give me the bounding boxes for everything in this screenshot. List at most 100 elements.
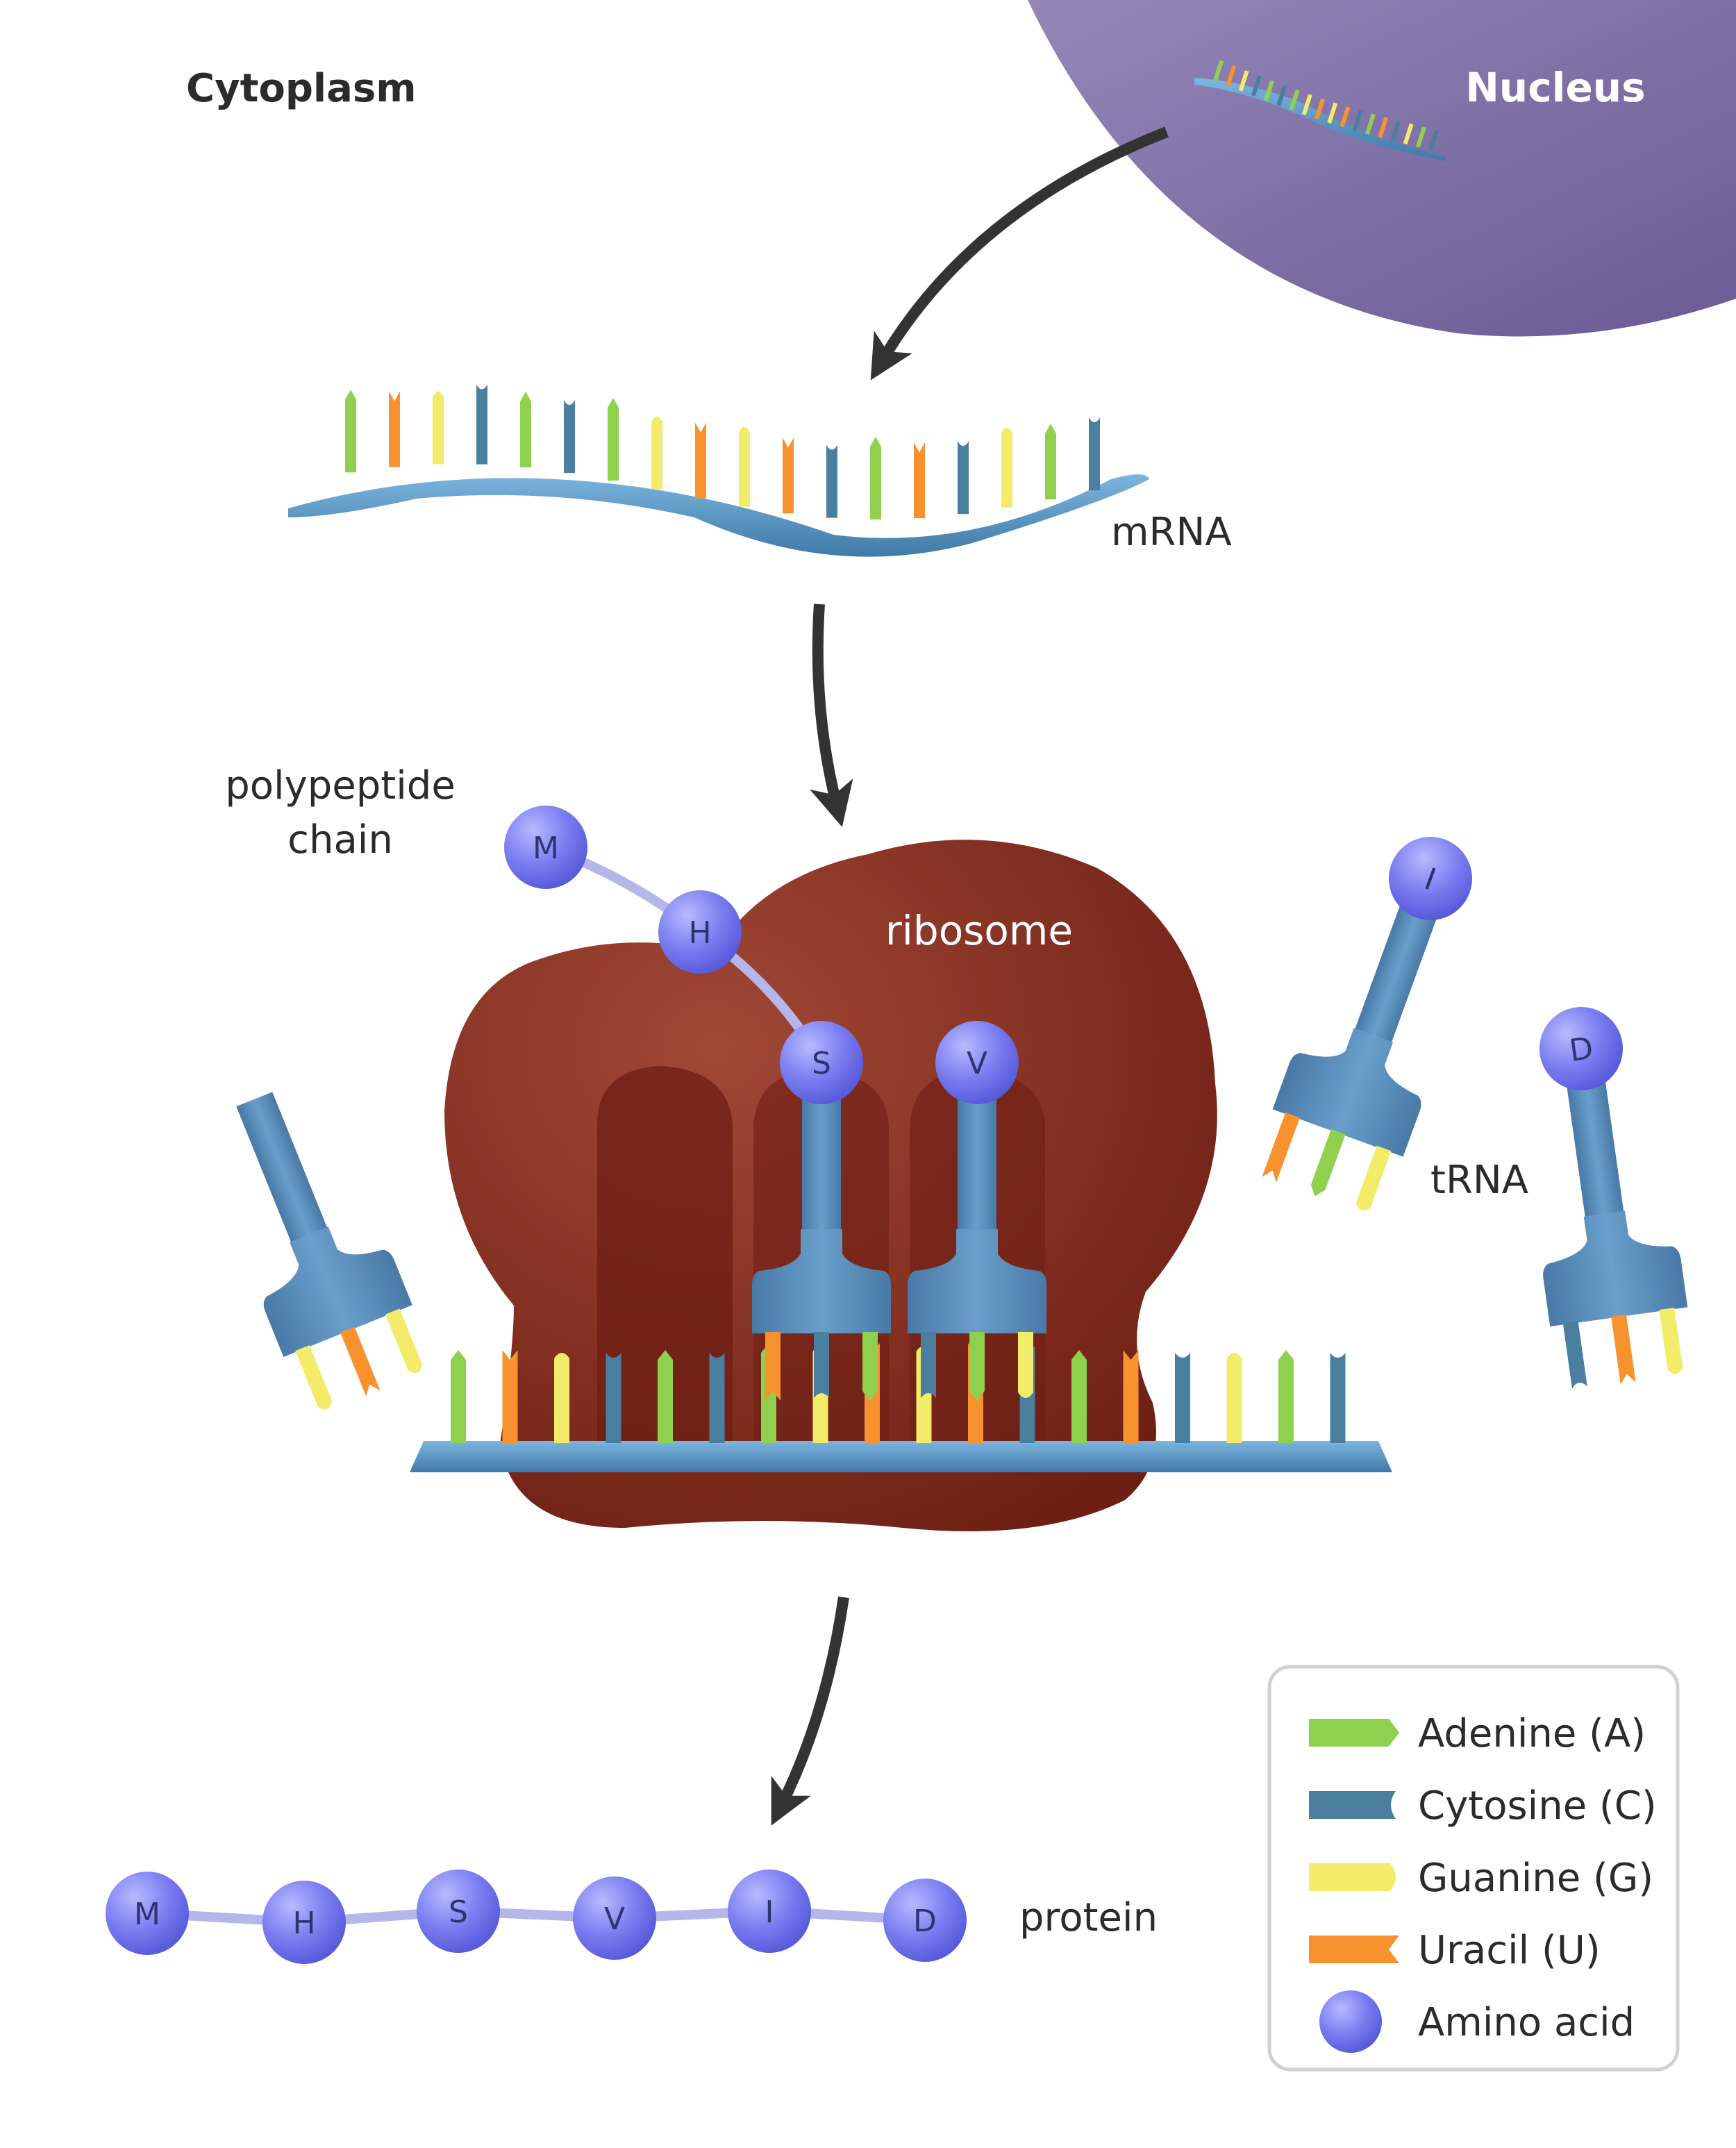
adenine-base <box>345 390 356 473</box>
guanine-base <box>1327 102 1338 124</box>
uracil-base <box>695 422 706 499</box>
guanine-base <box>739 426 750 507</box>
guanine-base <box>433 391 444 465</box>
amino-acid: V <box>573 1876 656 1960</box>
trna-in-ribosome <box>752 1083 1046 1401</box>
amino-acid: M <box>504 806 587 889</box>
cytosine-base <box>1352 110 1363 131</box>
uracil-base <box>1339 106 1351 128</box>
legend-label: Amino acid <box>1418 2000 1635 2045</box>
amino-acid: D <box>1539 1007 1623 1090</box>
adenine-base <box>451 1350 466 1443</box>
cytosine-base <box>709 1353 725 1443</box>
guanine-base <box>1355 1145 1392 1211</box>
amino-acid-letter: M <box>533 831 559 866</box>
amino-acid: S <box>417 1870 500 1953</box>
adenine-base <box>870 436 881 519</box>
mrna-strand <box>288 384 1149 557</box>
amino-acid-swatch <box>1319 1990 1382 2053</box>
cytosine-base <box>958 441 969 515</box>
amino-acid: I <box>728 1870 811 1953</box>
uracil-swatch <box>1309 1935 1399 1963</box>
arrow-mrna-to-ribosome <box>810 603 853 828</box>
guanine-base <box>1238 70 1249 92</box>
amino-acid-ball <box>935 1021 1019 1104</box>
adenine-base <box>1045 424 1056 500</box>
legend-box <box>1267 1665 1680 2072</box>
amino-acid: H <box>658 890 742 974</box>
adenine-base <box>1213 60 1224 81</box>
cytosine-base <box>1175 1353 1190 1443</box>
cytosine-base <box>1428 129 1439 151</box>
ribosome-site-e <box>597 1066 733 1458</box>
uracil-base <box>1123 1350 1139 1443</box>
mini-mrna-backbone <box>1194 78 1448 161</box>
uracil-base <box>914 442 925 519</box>
amino-acid-letter: M <box>134 1897 160 1932</box>
cytoplasm-label: Cytoplasm <box>186 66 417 111</box>
cytosine-base <box>1251 75 1262 97</box>
cytosine-base <box>476 384 487 465</box>
uracil-base <box>1611 1314 1636 1385</box>
adenine-base <box>1264 80 1275 101</box>
uracil-base <box>1314 98 1326 119</box>
trna-head <box>1543 1210 1688 1327</box>
trna <box>752 1083 891 1401</box>
guanine-base <box>1226 1353 1242 1443</box>
amino-acid-letter: I <box>765 1895 774 1930</box>
uracil-base <box>1378 117 1389 138</box>
legend-label: Guanine (G) <box>1418 1856 1653 1901</box>
trna-stem <box>1564 1066 1625 1224</box>
amino-acid-ball <box>658 890 742 974</box>
amino-acid-ball <box>1389 837 1472 920</box>
adenine-swatch <box>1309 1719 1399 1747</box>
nucleus-label: Nucleus <box>1465 64 1645 111</box>
guanine-base <box>1301 94 1312 115</box>
trna <box>908 1083 1046 1401</box>
amino-acid-letter: H <box>688 915 711 951</box>
legend-item-cytosine: Cytosine (C) <box>1309 1783 1657 1829</box>
uracil-base <box>1262 1112 1300 1183</box>
arrow-nucleus-to-mrna <box>870 126 1169 381</box>
nuclear-mrna-strand <box>1194 60 1448 161</box>
mrna-backbone <box>288 474 1149 557</box>
cytosine-base <box>826 444 837 518</box>
uracil-base <box>783 438 794 514</box>
trna-stem <box>1353 891 1442 1049</box>
legend-item-adenine: Adenine (A) <box>1309 1711 1646 1756</box>
amino-acid-letter: V <box>604 1901 625 1937</box>
mrna-bound-backbone <box>410 1441 1392 1472</box>
adenine-base <box>969 1332 985 1401</box>
adenine-base <box>1278 1350 1294 1443</box>
uracil-base <box>389 391 400 467</box>
trna-label: tRNA <box>1430 1158 1528 1203</box>
cytosine-base <box>814 1332 829 1398</box>
trna: D <box>1539 1007 1688 1389</box>
legend-label: Uracil (U) <box>1418 1928 1601 1973</box>
cytosine-base <box>564 400 575 474</box>
ribosome-label: ribosome <box>885 907 1073 954</box>
adenine-base <box>608 398 619 481</box>
polypeptide-label-line1: polypeptide <box>225 763 456 808</box>
amino-acid: D <box>883 1879 967 1962</box>
cytosine-base <box>1562 1321 1587 1389</box>
nucleus-shape <box>1028 0 1736 337</box>
adenine-base <box>862 1332 878 1401</box>
amino-acid: I <box>1389 837 1472 920</box>
amino-acid-letter: D <box>1567 1031 1596 1069</box>
legend-item-amino_acid: Amino acid <box>1319 1990 1635 2053</box>
cytosine-base <box>1276 85 1287 106</box>
amino-acid-ball <box>573 1876 656 1960</box>
free-trna-molecules: ID <box>236 837 1688 1410</box>
trna-stem <box>958 1083 996 1236</box>
guanine-base <box>651 416 662 490</box>
trna-head <box>752 1229 891 1333</box>
polypeptide-label-line2: chain <box>287 817 393 863</box>
amino-acid-letter: D <box>913 1904 937 1939</box>
trna: I <box>1262 837 1472 1211</box>
guanine-swatch <box>1309 1863 1396 1891</box>
